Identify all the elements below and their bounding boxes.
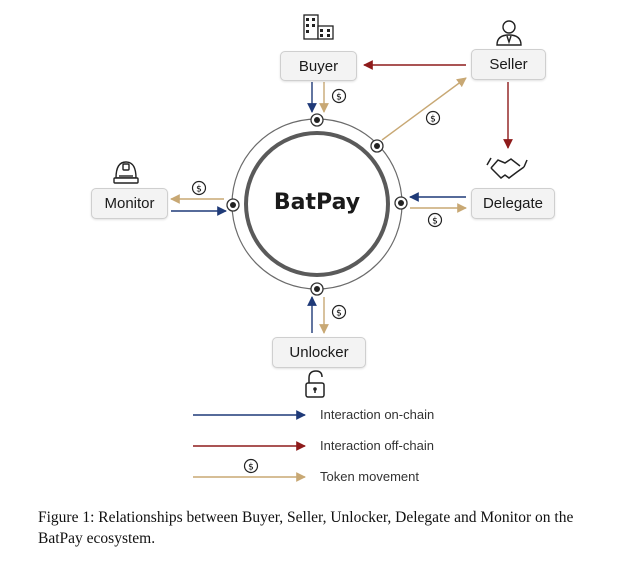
handshake-icon (486, 157, 528, 179)
node-delegate: Delegate (471, 188, 555, 219)
token-center-to-seller (381, 77, 467, 141)
dollar-symbol: $ (196, 185, 202, 195)
center-label: BatPay (273, 190, 361, 215)
dollar-symbol: $ (432, 217, 438, 227)
node-unlocker: Unlocker (272, 337, 366, 368)
dollar-symbol: $ (336, 93, 342, 103)
dollar-symbol: $ (430, 115, 436, 125)
token-coin-unlocker: $ (331, 304, 347, 320)
connector-dot-bottom (310, 282, 324, 296)
node-seller: Seller (471, 49, 546, 80)
person-icon (496, 20, 522, 46)
node-buyer: Buyer (280, 51, 357, 81)
helmet-icon (113, 161, 139, 184)
token-coin-seller: $ (425, 110, 441, 126)
node-monitor: Monitor (91, 188, 168, 219)
token-coin-monitor: $ (191, 180, 207, 196)
token-coin-delegate: $ (427, 212, 443, 228)
dollar-symbol: $ (248, 463, 254, 473)
legend-label-off-chain: Interaction off-chain (320, 438, 434, 453)
connector-dot-left (226, 198, 240, 212)
unlocked-padlock-icon (305, 370, 325, 398)
dollar-symbol: $ (336, 309, 342, 319)
connector-dot-right (394, 196, 408, 210)
token-coin-buyer: $ (331, 88, 347, 104)
buildings-icon (303, 14, 334, 40)
legend-label-on-chain: Interaction on-chain (320, 407, 435, 422)
connector-dot-top (310, 113, 324, 127)
connector-dot-top-right (370, 139, 384, 153)
inner-ring (244, 131, 390, 277)
legend-token-coin: $ (243, 458, 259, 474)
figure-caption: Figure 1: Relationships between Buyer, S… (38, 509, 574, 547)
legend-label-token: Token movement (320, 469, 419, 484)
